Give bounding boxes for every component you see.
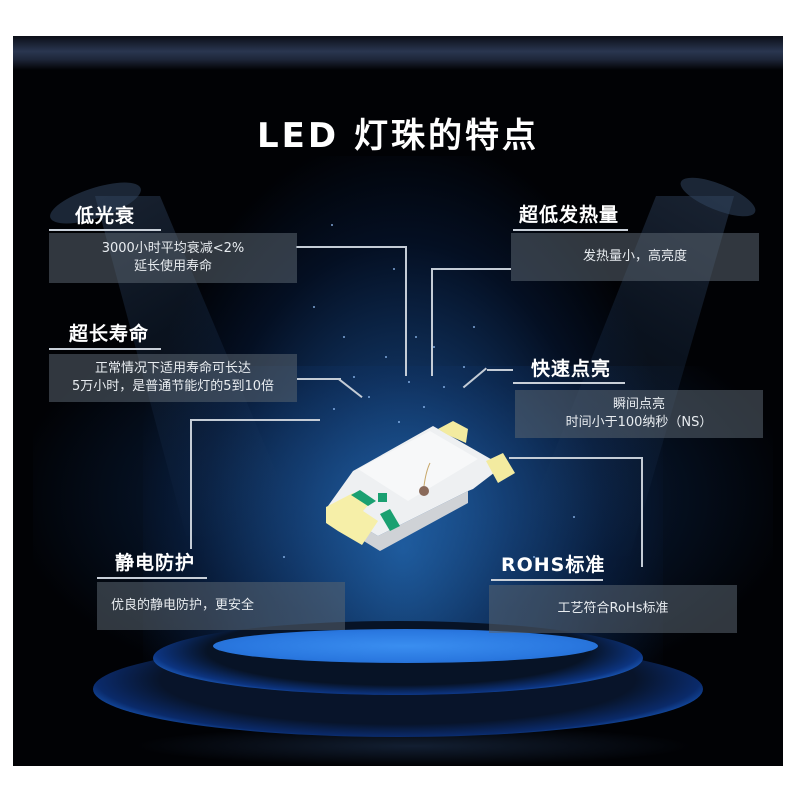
top-band xyxy=(13,36,783,70)
feature-text-line: 5万小时，是普通节能灯的5到10倍 xyxy=(71,379,275,394)
connector-line xyxy=(405,246,407,376)
feature-title-long-life: 超长寿命 xyxy=(69,323,150,345)
feature-text-line: 3000小时平均衰减<2% xyxy=(101,241,245,256)
feature-text-line: 延长使用寿命 xyxy=(133,259,212,274)
feature-text-line: 正常情况下适用寿命可长达 xyxy=(94,361,251,376)
feature-text-line: 时间小于100纳秒（NS） xyxy=(565,415,713,430)
stage-top xyxy=(213,629,598,663)
feature-title-ultra-low-heat: 超低发热量 xyxy=(519,204,620,226)
connector-line xyxy=(431,268,511,270)
feature-box-long-life: 正常情况下适用寿命可长达 5万小时，是普通节能灯的5到10倍 xyxy=(49,354,297,402)
connector-line xyxy=(431,268,433,376)
connector-line xyxy=(487,369,513,371)
feature-box-esd-protection: 优良的静电防护，更安全 xyxy=(97,582,345,630)
feature-title-esd-protection: 静电防护 xyxy=(115,552,196,574)
feature-title-low-light-decay: 低光衰 xyxy=(75,205,136,227)
connector-line xyxy=(296,246,406,248)
feature-box-fast-lighting: 瞬间点亮 时间小于100纳秒（NS） xyxy=(515,390,763,438)
sparkle-particles xyxy=(13,36,783,766)
connector-line xyxy=(509,457,642,459)
feature-text-line: 工艺符合RoHs标准 xyxy=(557,601,669,616)
smd-led-chip-image xyxy=(326,421,515,551)
feature-text-line: 发热量小，高亮度 xyxy=(582,249,687,264)
connector-line xyxy=(297,378,341,380)
feature-underline xyxy=(97,577,207,579)
feature-underline xyxy=(513,229,628,231)
connector-line xyxy=(641,457,643,567)
feature-underline xyxy=(513,382,625,384)
feature-text-line: 瞬间点亮 xyxy=(612,397,665,412)
connector-line xyxy=(190,419,192,549)
feature-underline xyxy=(49,348,161,350)
led-features-poster: LED 灯珠的特点 低光衰 3000小时平均衰减<2% xyxy=(13,36,783,766)
feature-box-ultra-low-heat: 发热量小，高亮度 xyxy=(511,233,759,281)
feature-underline xyxy=(49,229,161,231)
feature-underline xyxy=(491,579,603,581)
feature-box-low-light-decay: 3000小时平均衰减<2% 延长使用寿命 xyxy=(49,233,297,283)
feature-box-rohs-standard: 工艺符合RoHs标准 xyxy=(489,585,737,633)
feature-text-line: 优良的静电防护，更安全 xyxy=(111,598,255,613)
connector-line xyxy=(190,419,320,421)
feature-title-rohs-standard: ROHS标准 xyxy=(501,554,606,576)
poster-title: LED 灯珠的特点 xyxy=(257,116,539,156)
feature-title-fast-lighting: 快速点亮 xyxy=(531,358,612,380)
